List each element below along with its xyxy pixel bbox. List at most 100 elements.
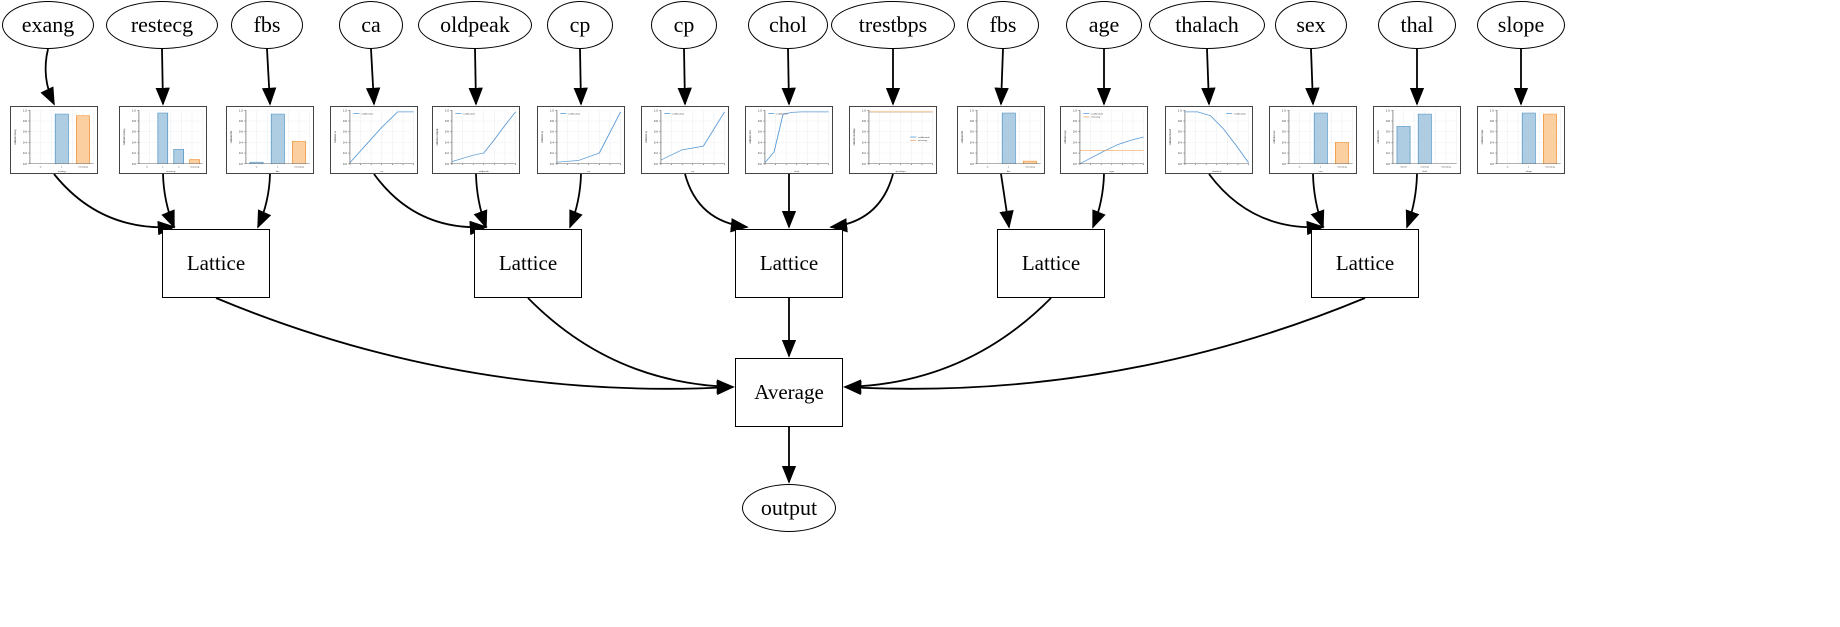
edge	[781, 48, 796, 106]
svg-text:0.2: 0.2	[550, 152, 555, 155]
lattice-2[interactable]: Lattice	[474, 229, 582, 298]
feature-label: cp	[569, 12, 591, 37]
feature-label: sex	[1296, 12, 1326, 37]
svg-text:missing: missing	[1545, 166, 1555, 169]
svg-text:0.4: 0.4	[1282, 141, 1287, 144]
feature-node-cp2[interactable]: cp	[651, 1, 717, 49]
svg-text:slope: slope	[1525, 170, 1532, 173]
edge	[677, 48, 692, 106]
svg-text:calibrated slope: calibrated slope	[1481, 129, 1484, 144]
feature-node-fbs2[interactable]: fbs	[967, 1, 1039, 49]
lattice-5[interactable]: Lattice	[1311, 229, 1419, 298]
feature-label: age	[1088, 12, 1120, 37]
svg-text:0.0: 0.0	[239, 162, 244, 165]
svg-text:0.4: 0.4	[1178, 141, 1183, 144]
svg-text:calibrated fbs: calibrated fbs	[230, 130, 233, 143]
svg-text:trestbps: trestbps	[896, 170, 907, 173]
svg-text:0: 0	[987, 166, 989, 169]
feature-node-ca[interactable]: ca	[339, 1, 403, 49]
svg-text:thalach: thalach	[1212, 170, 1222, 173]
svg-text:1.0: 1.0	[1490, 109, 1495, 112]
feature-node-fbs1[interactable]: fbs	[231, 1, 303, 49]
edge	[843, 297, 1052, 394]
feature-node-sex[interactable]: sex	[1275, 1, 1347, 49]
svg-text:calibrated: calibrated	[361, 113, 373, 116]
svg-text:calibrated sex: calibrated sex	[1273, 130, 1276, 144]
svg-text:0.6: 0.6	[654, 130, 659, 133]
feature-node-trestbps[interactable]: trestbps	[831, 1, 955, 49]
svg-text:0.2: 0.2	[1490, 152, 1495, 155]
svg-text:0.0: 0.0	[862, 162, 867, 165]
svg-text:calibrated cp: calibrated cp	[645, 131, 648, 143]
edge	[829, 173, 894, 233]
svg-text:1: 1	[1320, 166, 1322, 169]
svg-text:0.8: 0.8	[239, 119, 244, 122]
edge	[569, 173, 583, 229]
svg-text:1.0: 1.0	[445, 109, 450, 112]
svg-text:0.8: 0.8	[654, 119, 659, 122]
feature-label: thalach	[1175, 12, 1239, 37]
feature-label: ca	[361, 12, 381, 37]
edge	[161, 173, 175, 229]
svg-text:0.0: 0.0	[1073, 162, 1078, 165]
svg-text:0.6: 0.6	[758, 130, 763, 133]
average-node[interactable]: Average	[735, 358, 843, 427]
output-node[interactable]: output	[742, 484, 836, 532]
svg-text:age: age	[1109, 170, 1114, 173]
lattice-label: Lattice	[1335, 251, 1395, 275]
svg-text:0.2: 0.2	[132, 152, 137, 155]
feature-node-restecg[interactable]: restecg	[106, 1, 218, 49]
svg-text:0.2: 0.2	[654, 152, 659, 155]
lattice-4[interactable]: Lattice	[997, 229, 1105, 298]
edge	[994, 48, 1009, 106]
edge	[573, 48, 588, 106]
svg-text:calibrated exang: calibrated exang	[14, 129, 17, 145]
svg-text:calibrated age: calibrated age	[1064, 130, 1067, 144]
svg-text:0.8: 0.8	[1386, 119, 1391, 122]
svg-text:0.6: 0.6	[132, 130, 137, 133]
feature-node-thal[interactable]: thal	[1378, 1, 1456, 49]
svg-text:0.8: 0.8	[970, 119, 975, 122]
svg-text:0.4: 0.4	[445, 141, 450, 144]
svg-text:restecg: restecg	[166, 170, 176, 173]
lattice-3[interactable]: Lattice	[735, 229, 843, 298]
svg-text:fbs: fbs	[276, 170, 281, 173]
feature-node-cp1[interactable]: cp	[547, 1, 613, 49]
edge	[473, 173, 488, 229]
feature-label: fbs	[253, 12, 281, 37]
svg-text:0.0: 0.0	[1178, 162, 1183, 165]
feature-node-oldpeak[interactable]: oldpeak	[418, 1, 532, 49]
svg-text:0.8: 0.8	[132, 119, 137, 122]
feature-label: restecg	[130, 12, 194, 37]
svg-text:1: 1	[277, 166, 279, 169]
svg-text:0.4: 0.4	[23, 141, 28, 144]
svg-text:0.6: 0.6	[1386, 130, 1391, 133]
feature-node-thalach[interactable]: thalach	[1149, 1, 1265, 49]
svg-text:missing: missing	[918, 139, 928, 142]
svg-text:1.0: 1.0	[23, 109, 28, 112]
svg-text:0.8: 0.8	[1282, 119, 1287, 122]
feature-node-slope[interactable]: slope	[1477, 1, 1565, 49]
feature-node-exang[interactable]: exang	[2, 1, 94, 49]
svg-text:0.2: 0.2	[970, 152, 975, 155]
edge	[257, 173, 272, 229]
lattice-1[interactable]: Lattice	[162, 229, 270, 298]
svg-text:0.6: 0.6	[1178, 130, 1183, 133]
svg-text:calibrated: calibrated	[672, 113, 684, 116]
svg-text:calibrated restecg: calibrated restecg	[123, 128, 126, 145]
svg-text:0.2: 0.2	[862, 152, 867, 155]
lattice-label: Lattice	[759, 251, 819, 275]
average-label: Average	[754, 380, 824, 404]
svg-text:1.0: 1.0	[758, 109, 763, 112]
feature-node-chol[interactable]: chol	[748, 1, 828, 49]
svg-text:0.6: 0.6	[550, 130, 555, 133]
edge	[53, 173, 176, 236]
svg-text:0: 0	[1299, 166, 1301, 169]
feature-node-age[interactable]: age	[1066, 1, 1142, 49]
svg-text:missing: missing	[294, 166, 304, 169]
